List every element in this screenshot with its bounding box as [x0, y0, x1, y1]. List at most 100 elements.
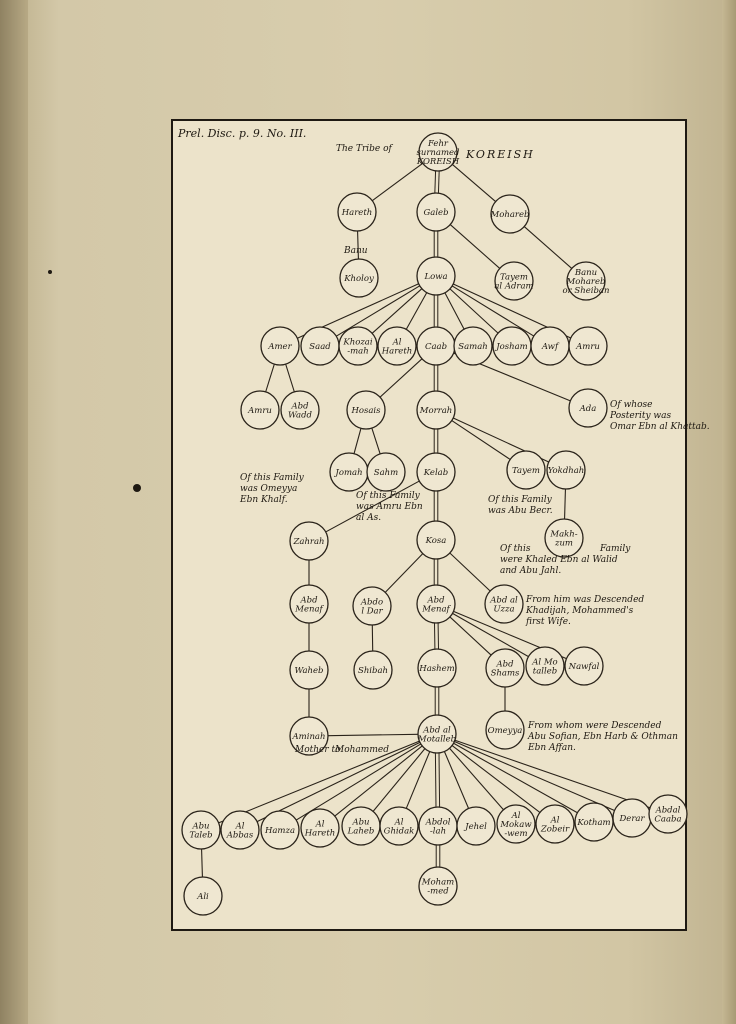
tree-edge	[334, 745, 423, 817]
person-node-abdol-dar: Abdol Dar	[352, 586, 392, 626]
node-name: Mohareb	[490, 210, 530, 220]
node-circle	[289, 716, 329, 756]
node-name: Yokdhah	[548, 466, 585, 476]
node-name: Hareth	[341, 208, 372, 218]
node-circle	[416, 520, 456, 560]
node-circle	[418, 132, 458, 172]
node-name: Amer	[267, 342, 292, 352]
person-node-amru1: Amru	[568, 326, 608, 366]
tree-edge	[434, 753, 437, 808]
node-circle	[337, 192, 377, 232]
node-name: Kelab	[423, 468, 448, 478]
tree-edge	[379, 358, 423, 398]
node-circle	[379, 806, 419, 846]
node-circle	[416, 256, 456, 296]
node-name: KOREISH	[416, 157, 460, 167]
node-name: Galeb	[423, 208, 448, 218]
node-circle	[181, 810, 221, 850]
node-circle	[300, 808, 340, 848]
node-name: Hosais	[350, 406, 381, 416]
node-circle	[377, 326, 417, 366]
node-circle	[289, 521, 329, 561]
node-circle	[485, 710, 525, 750]
node-circle	[568, 326, 608, 366]
node-circle	[494, 261, 534, 301]
node-name: Khozai	[342, 338, 372, 348]
person-node-makhzum: Makh-zum	[544, 518, 584, 558]
node-circle	[496, 804, 536, 844]
node-name: Abd	[426, 596, 445, 606]
node-name: Abu	[191, 822, 209, 832]
ink-blot	[133, 484, 141, 492]
person-node-galeb: Galeb	[416, 192, 456, 232]
node-circle	[366, 452, 406, 492]
node-name: Ghidak	[384, 827, 415, 837]
tree-edge	[438, 752, 441, 807]
person-node-yokdhah: Yokdhah	[546, 450, 586, 490]
node-name: talleb	[533, 667, 557, 677]
tree-edge	[434, 170, 437, 193]
person-node-al-motalleb1: Al Motalleb	[525, 646, 565, 686]
node-name: Waheb	[294, 666, 323, 676]
node-name: Abdo	[360, 598, 383, 608]
tree-edge	[564, 488, 566, 520]
node-circle	[280, 390, 320, 430]
node-name: Uzza	[493, 605, 514, 615]
node-name: Hareth	[381, 347, 412, 357]
tree-edge	[353, 428, 362, 454]
person-node-morrah: Morrah	[416, 390, 456, 430]
node-circle	[416, 192, 456, 232]
person-node-saad: Saad	[300, 326, 340, 366]
person-node-sahm: Sahm	[366, 452, 406, 492]
node-name: Morrah	[419, 406, 453, 416]
node-name: Omeyya	[488, 726, 523, 736]
person-node-awf: Awf	[530, 326, 570, 366]
tree-edge	[449, 747, 504, 811]
tree-edge	[265, 363, 275, 393]
person-node-amer: Amer	[260, 326, 300, 366]
person-node-shibah: Shibah	[353, 650, 393, 690]
node-circle	[346, 390, 386, 430]
tree-edge	[371, 427, 381, 455]
mother-to-label: Mother to	[294, 745, 341, 755]
node-circle	[544, 518, 584, 558]
node-circle	[416, 390, 456, 430]
node-name: Makh-	[549, 530, 577, 540]
node-name: Kosa	[425, 536, 447, 546]
node-name: Shams	[491, 669, 520, 679]
tree-edge	[437, 171, 440, 194]
person-node-abdollah: Abdol-lah	[418, 806, 458, 846]
tree-edge	[405, 292, 428, 330]
node-name: Abd	[290, 402, 309, 412]
tree-edge	[335, 285, 421, 337]
node-name: Al	[315, 820, 325, 830]
node-name: Tayem	[500, 273, 528, 283]
node-circle	[416, 584, 456, 624]
node-name: Abdol	[425, 818, 451, 828]
node-name: Al	[511, 811, 521, 821]
tree-edge	[449, 616, 492, 656]
tree-edge	[325, 480, 420, 533]
tree-edge	[443, 751, 470, 809]
person-node-kholoy: Kholoy	[339, 258, 379, 298]
tree-edge	[454, 741, 615, 811]
node-circle	[564, 646, 604, 686]
node-circle	[648, 794, 688, 834]
tree-edge	[371, 288, 423, 334]
node-name: Kotham	[576, 818, 610, 828]
node-name: Menaf	[421, 605, 451, 615]
